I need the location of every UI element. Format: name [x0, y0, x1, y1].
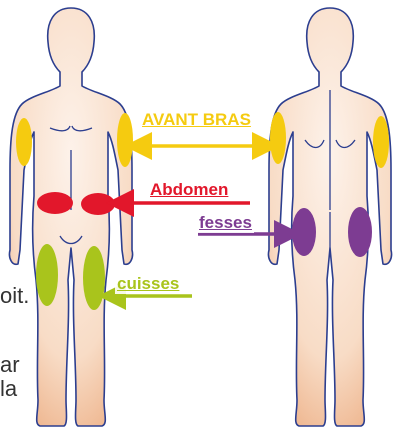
- label-avant-bras: AVANT BRAS: [140, 110, 253, 130]
- arm-zone-front-right: [16, 118, 32, 166]
- abdomen-zone-right: [81, 193, 115, 215]
- thigh-zone-right: [36, 244, 58, 306]
- thigh-zone-left: [83, 246, 105, 310]
- front-body: [9, 8, 132, 426]
- arm-zone-front-left: [117, 113, 133, 167]
- abdomen-zone-left: [37, 192, 73, 214]
- buttock-zone-left: [292, 208, 316, 256]
- buttock-zone-right: [348, 207, 372, 257]
- arm-zone-back-right: [373, 116, 389, 168]
- arm-zone-back-left: [270, 112, 286, 164]
- label-cuisses: cuisses: [115, 274, 181, 294]
- label-abdomen: Abdomen: [148, 180, 230, 200]
- label-fesses: fesses: [197, 213, 254, 233]
